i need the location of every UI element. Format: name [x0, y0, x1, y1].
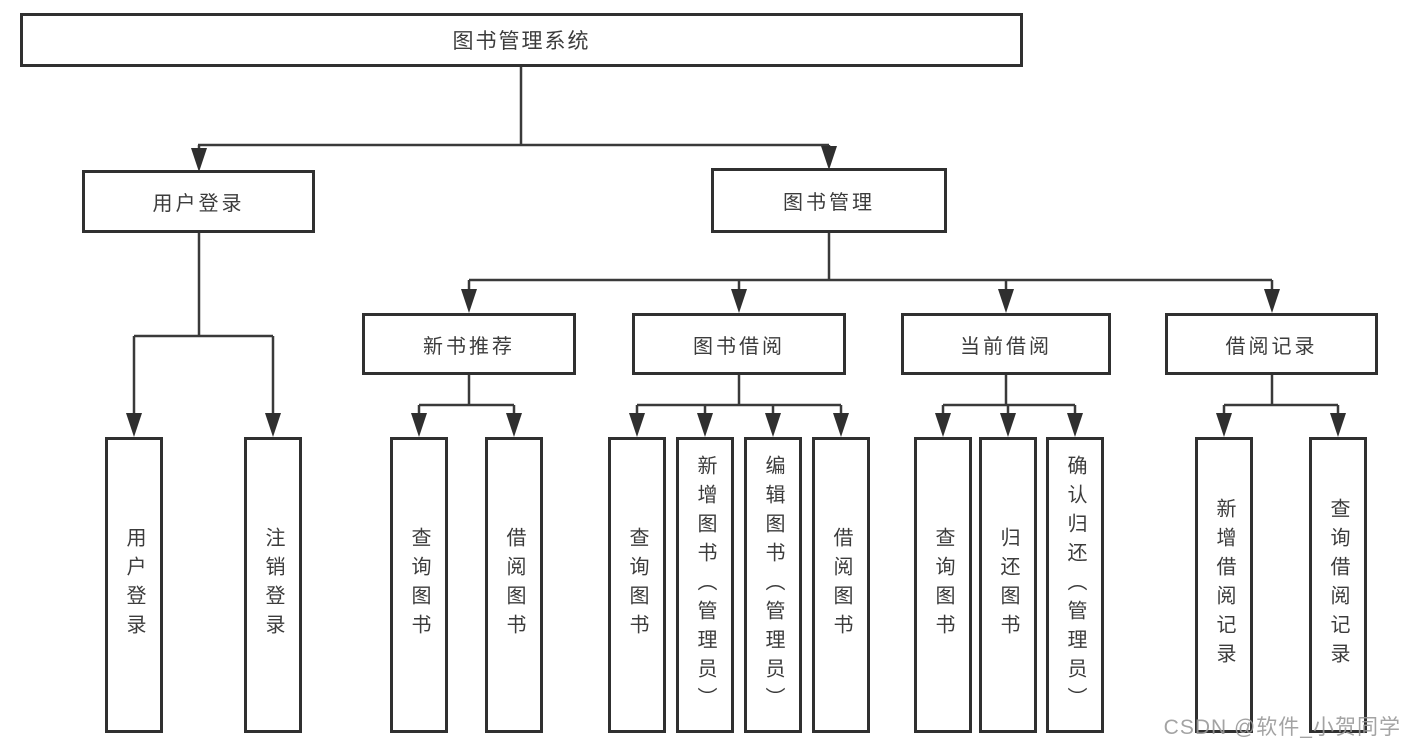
node-book-borrow: 图书借阅: [632, 313, 846, 375]
node-current-borrow: 当前借阅: [901, 313, 1111, 375]
leaf-query-books-borrow: 查询图书: [608, 437, 666, 733]
leaf-return-books-label: 归还图书: [997, 527, 1019, 643]
node-root: 图书管理系统: [20, 13, 1023, 67]
leaf-edit-book-admin-label: 编辑图书（管理员）: [762, 454, 784, 716]
leaf-edit-book-admin: 编辑图书（管理员）: [744, 437, 802, 733]
leaf-query-books-recommend-label: 查询图书: [408, 527, 430, 643]
leaf-return-books: 归还图书: [979, 437, 1037, 733]
leaf-query-books-recommend: 查询图书: [390, 437, 448, 733]
leaf-borrow-books-recommend: 借阅图书: [485, 437, 543, 733]
leaf-borrow-books: 借阅图书: [812, 437, 870, 733]
leaf-confirm-return-admin: 确认归还（管理员）: [1046, 437, 1104, 733]
node-new-book-recommend-label: 新书推荐: [423, 335, 515, 358]
leaf-query-borrow-record-label: 查询借阅记录: [1327, 498, 1349, 672]
leaf-query-borrow-record: 查询借阅记录: [1309, 437, 1367, 733]
leaf-borrow-books-label: 借阅图书: [830, 527, 852, 643]
node-book-management: 图书管理: [711, 168, 947, 233]
node-root-label: 图书管理系统: [452, 30, 591, 53]
node-user-login: 用户登录: [82, 170, 315, 233]
leaf-add-borrow-record: 新增借阅记录: [1195, 437, 1253, 733]
leaf-confirm-return-admin-label: 确认归还（管理员）: [1064, 454, 1086, 716]
leaf-logout-label: 注销登录: [262, 527, 284, 643]
arrowheads: [126, 146, 1346, 437]
node-borrow-records-label: 借阅记录: [1225, 335, 1318, 358]
node-book-management-label: 图书管理: [783, 192, 875, 214]
leaf-borrow-books-recommend-label: 借阅图书: [503, 527, 525, 643]
node-borrow-records: 借阅记录: [1165, 313, 1378, 375]
node-current-borrow-label: 当前借阅: [960, 335, 1052, 358]
leaf-query-books-current: 查询图书: [914, 437, 972, 733]
node-user-login-label: 用户登录: [152, 193, 245, 215]
leaf-add-book-admin-label: 新增图书（管理员）: [694, 454, 716, 716]
leaf-add-borrow-record-label: 新增借阅记录: [1213, 498, 1235, 672]
node-new-book-recommend: 新书推荐: [362, 313, 576, 375]
leaf-add-book-admin: 新增图书（管理员）: [676, 437, 734, 733]
node-book-borrow-label: 图书借阅: [693, 335, 785, 358]
leaf-user-login-label: 用户登录: [123, 527, 145, 643]
leaf-query-books-borrow-label: 查询图书: [626, 527, 648, 643]
leaf-logout: 注销登录: [244, 437, 302, 733]
watermark: CSDN @软件_小贺同学: [1163, 716, 1401, 739]
leaf-user-login: 用户登录: [105, 437, 163, 733]
leaf-query-books-current-label: 查询图书: [932, 527, 954, 643]
